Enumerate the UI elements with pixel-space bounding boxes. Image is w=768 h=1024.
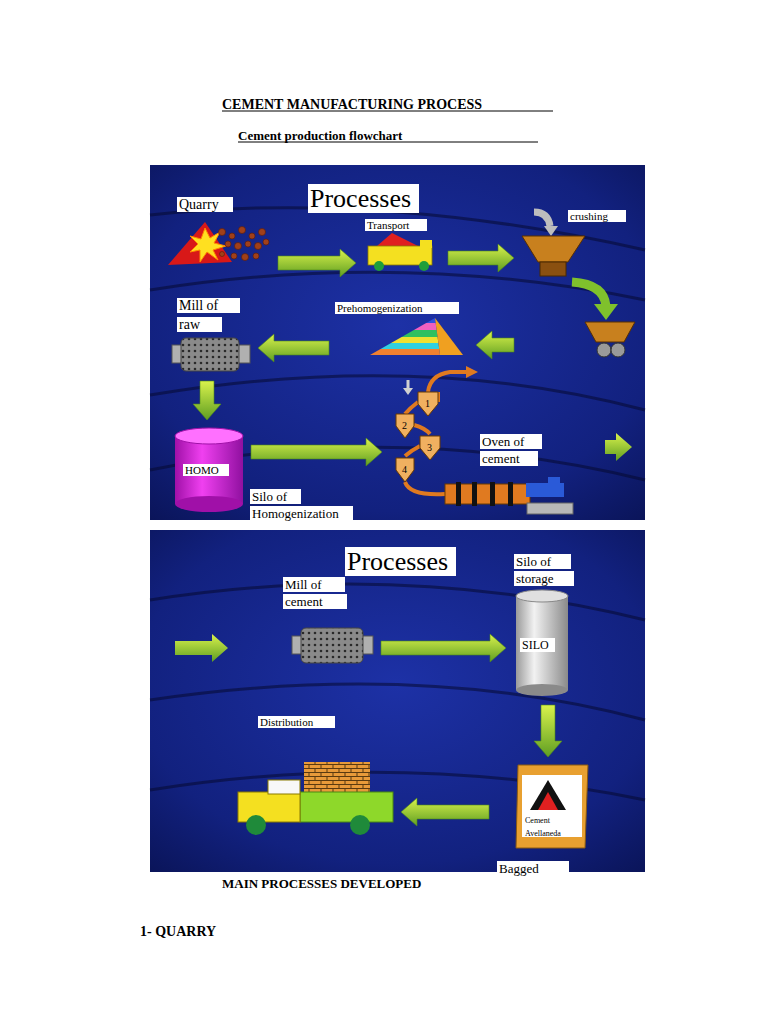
label-holder: Transport <box>365 217 445 232</box>
label-holder: Silo of storage <box>514 553 589 587</box>
homogenization-silo: HOMOSilo of Homogenization <box>173 426 245 514</box>
label-holder: Mill of raw <box>177 296 247 334</box>
label-holder: Silo of Homogenization <box>250 488 368 522</box>
panel-heading-holder: Processes <box>308 184 419 214</box>
step-label: Prehomogenization <box>335 302 459 314</box>
label-holder: Distribution <box>258 714 358 729</box>
cement-mill-step: Mill of cement <box>280 576 375 672</box>
callout-number-holder: 1 <box>425 393 430 411</box>
panel-heading-holder: Processes <box>345 547 456 577</box>
storage-silo: Silo of storageSILO <box>512 551 627 699</box>
transport-step: Transport <box>362 217 442 272</box>
flow-arrow <box>534 705 562 757</box>
panel-heading: Processes <box>308 184 419 213</box>
step-label: Mill of cement <box>283 577 347 609</box>
callout-number: 1 <box>425 398 430 409</box>
flow-arrow <box>258 334 329 362</box>
prehomogenization-step: Prehomogenization <box>335 300 470 357</box>
label-holder: Mill of cement <box>283 576 358 610</box>
step-label: HOMO <box>183 464 229 476</box>
callout-number: 2 <box>402 420 407 431</box>
label-holder: Prehomogenization <box>335 300 475 315</box>
label-holder: Cement Avellaneda <box>523 813 573 839</box>
step-label: Quarry <box>177 197 233 212</box>
section-heading: 1- QUARRY <box>140 924 216 939</box>
crushing-step: crushing <box>520 205 642 362</box>
step-label: Bagged <box>497 861 569 876</box>
label-holder: Oven of cement <box>480 433 560 467</box>
panel-heading: Processes <box>345 547 456 576</box>
label-holder: SILO <box>520 636 572 653</box>
step-label: crushing <box>568 210 626 222</box>
distribution-step: Distribution <box>235 714 395 837</box>
flow-arrow <box>476 331 514 359</box>
quarry-step: Quarry <box>165 195 272 268</box>
step-label: Mill of raw <box>177 298 240 332</box>
subtitle-holder: Cement production flowchart <box>238 126 402 144</box>
label-holder: HOMO <box>183 462 243 477</box>
subtitle: Cement production flowchart <box>238 128 402 143</box>
raw-mill-step: Mill of raw <box>168 296 252 375</box>
bagging-step: Cement AvellanedaBagged <box>495 763 590 876</box>
callout-number-holder: 4 <box>402 459 407 477</box>
label-holder: Quarry <box>177 195 267 214</box>
page-title: CEMENT MANUFACTURING PROCESS <box>222 97 482 112</box>
section-heading: MAIN PROCESSES DEVELOPED <box>222 876 421 891</box>
label-holder: Bagged <box>497 860 587 877</box>
label-holder: crushing <box>568 208 642 223</box>
callout-number: 4 <box>402 464 407 475</box>
kiln-step: Oven of cement <box>388 365 602 517</box>
step-label: Silo of Homogenization <box>250 489 353 521</box>
flow-arrow <box>401 798 489 826</box>
step-label: Distribution <box>258 716 335 728</box>
flow-arrow <box>251 438 382 466</box>
step-label: Silo of storage <box>514 554 574 586</box>
flow-arrow <box>278 249 356 277</box>
step-label: Cement Avellaneda <box>523 816 561 838</box>
flow-arrow <box>381 634 506 662</box>
callout-number-holder: 3 <box>427 437 432 455</box>
step-label: Oven of cement <box>480 434 542 466</box>
step-label: SILO <box>520 638 555 652</box>
step-label: Transport <box>365 219 427 231</box>
callout-number: 3 <box>427 442 432 453</box>
section-heading-holder: 1- QUARRY <box>140 922 216 940</box>
flow-arrow <box>193 381 221 420</box>
page-title-holder: CEMENT MANUFACTURING PROCESS <box>222 95 482 113</box>
callout-number-holder: 2 <box>402 415 407 433</box>
flow-arrow <box>448 244 514 272</box>
section-heading-holder: MAIN PROCESSES DEVELOPED <box>222 874 421 892</box>
